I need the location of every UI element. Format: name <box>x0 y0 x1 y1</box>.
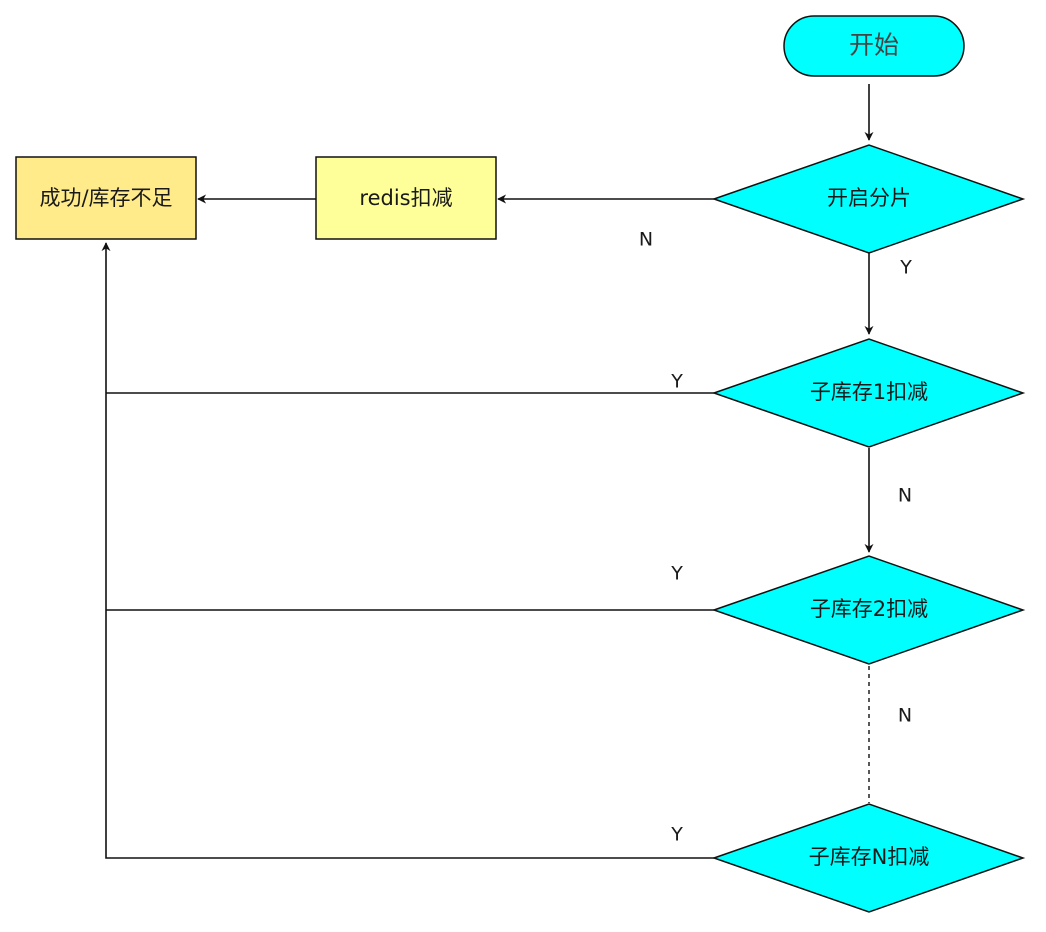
sharding-no-label: N <box>639 229 653 251</box>
sub-stock-n-decision: 子库存N扣减 <box>711 803 1026 913</box>
subn-yes-label: Y <box>670 824 683 846</box>
sub1-yes-label: Y <box>670 371 683 393</box>
sub-stock-1-decision: 子库存1扣减 <box>711 338 1026 448</box>
sub-stock-1-label: 子库存1扣减 <box>810 380 928 404</box>
sharding-label: 开启分片 <box>827 186 911 210</box>
sub-stock-n-label: 子库存N扣减 <box>809 845 930 869</box>
start-label: 开始 <box>849 31 899 60</box>
result-label: 成功/库存不足 <box>39 186 172 210</box>
sharding-yes-label: Y <box>899 257 912 279</box>
sub2-yes-label: Y <box>670 563 683 585</box>
redis-label: redis扣减 <box>359 186 452 210</box>
result-node: 成功/库存不足 <box>15 156 197 240</box>
sub1-no-label: N <box>898 485 912 507</box>
edge-subn-to-result <box>101 242 714 859</box>
sub-stock-2-label: 子库存2扣减 <box>810 597 928 621</box>
redis-process: redis扣减 <box>315 156 497 240</box>
sub2-no-label: N <box>898 705 912 727</box>
start-node: 开始 <box>783 15 965 77</box>
sub-stock-2-decision: 子库存2扣减 <box>711 555 1026 665</box>
sharding-decision: 开启分片 <box>711 144 1026 254</box>
